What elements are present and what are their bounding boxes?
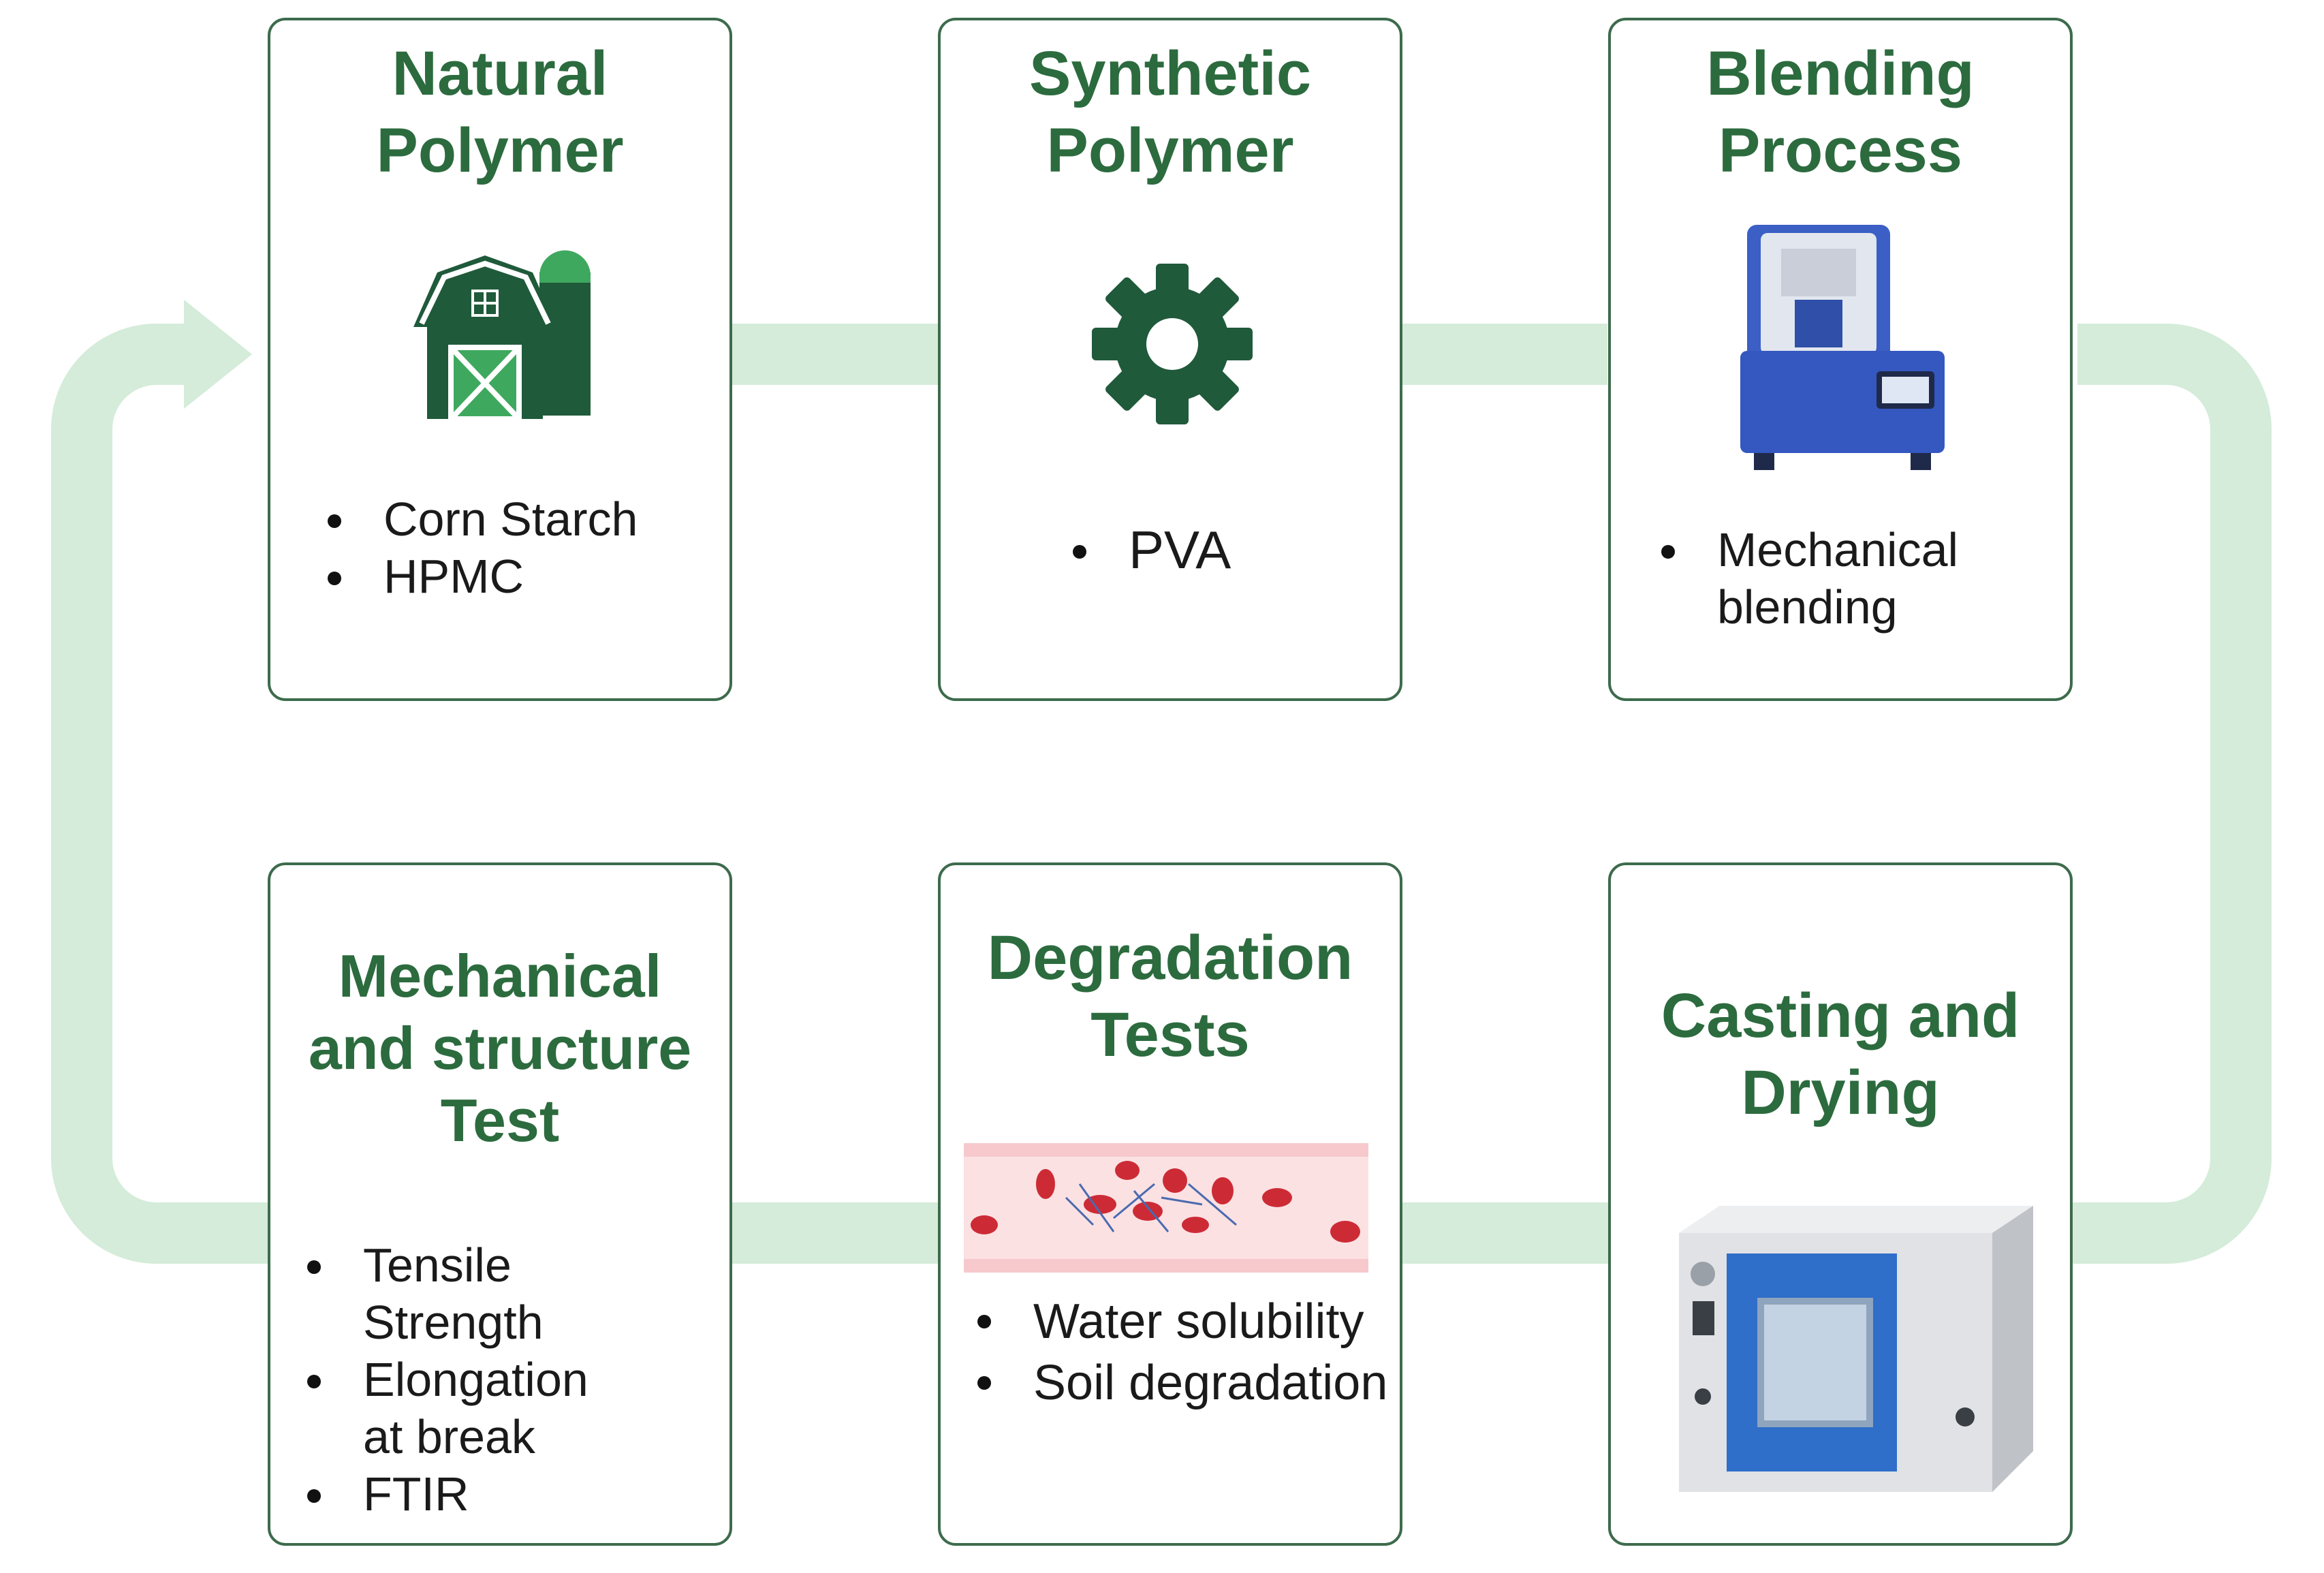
card-items: Mechanical blending [1652, 521, 2060, 636]
drying-oven-icon [1679, 1206, 2033, 1492]
card-items: PVA [1063, 521, 1231, 578]
card-items: Corn Starch HPMC [318, 490, 638, 605]
card-title: Casting and Drying [1611, 978, 2070, 1132]
card-casting-drying: Casting and Drying [1608, 862, 2073, 1546]
list-item: Mechanical blending [1652, 521, 2060, 636]
card-items: Water solubility Soil degradation [968, 1291, 1390, 1414]
card-title: Blending Process [1611, 35, 2070, 189]
title-line: Mechanical [338, 942, 662, 1010]
card-title: Natural Polymer [270, 35, 729, 189]
card-mechanical-structure-test: Mechanical and structure Test Tensile St… [268, 862, 732, 1546]
arrow-head [184, 300, 252, 409]
card-blending-process: Blending Process Mechanical blending [1608, 18, 2073, 701]
card-degradation-tests: Degradation Tests Water solubility Soil … [938, 862, 1402, 1546]
title-line: Synthetic [1028, 39, 1312, 108]
list-item: Water solubility [968, 1291, 1390, 1352]
title-line: Drying [1741, 1058, 1940, 1127]
degradation-illustration [964, 1143, 1368, 1273]
list-item: Corn Starch [318, 490, 638, 548]
list-item: Soil degradation [968, 1352, 1390, 1414]
barn-icon [413, 250, 591, 419]
card-natural-polymer: Natural Polymer Corn Starch HPMC [268, 18, 732, 701]
card-title: Degradation Tests [941, 920, 1400, 1074]
list-item: Tensile Strength [298, 1236, 570, 1351]
title-line: Polymer [1046, 116, 1294, 185]
card-synthetic-polymer: Synthetic Polymer PVA [938, 18, 1402, 701]
title-line: Process [1718, 116, 1963, 185]
gear-icon [1092, 264, 1253, 424]
title-line: Test [440, 1087, 560, 1154]
list-item: HPMC [318, 548, 638, 605]
title-line: Casting and [1661, 981, 2020, 1050]
list-item: FTIR [298, 1465, 570, 1523]
card-title: Mechanical and structure Test [270, 940, 729, 1157]
title-line: Degradation [987, 923, 1353, 993]
card-items: Tensile Strength Elongation at break FTI… [298, 1236, 588, 1523]
list-item: Elongation at break [298, 1351, 588, 1465]
title-line: and structure [308, 1014, 692, 1082]
title-line: Blending [1706, 39, 1975, 108]
title-line: Tests [1090, 1000, 1250, 1070]
title-line: Natural [392, 39, 608, 108]
blender-machine-icon [1740, 225, 1945, 470]
card-title: Synthetic Polymer [941, 35, 1400, 189]
title-line: Polymer [376, 116, 624, 185]
list-item: PVA [1063, 521, 1231, 578]
